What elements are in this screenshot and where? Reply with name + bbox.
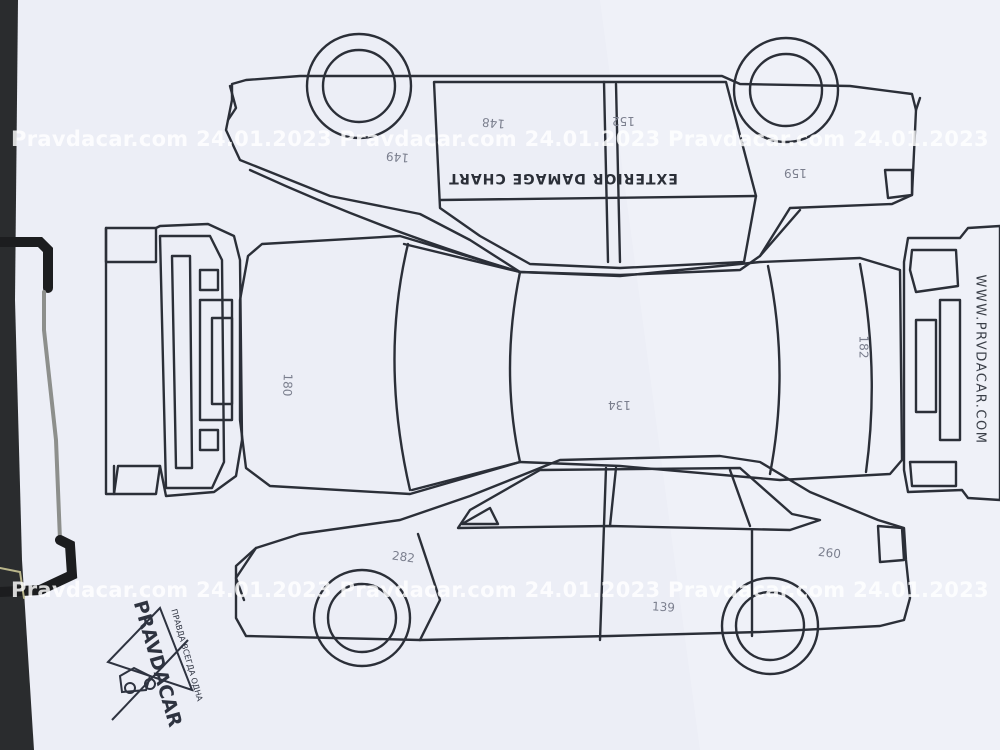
clipboard-clip-icon: [0, 237, 78, 599]
chart-title: EXTERIOR DAMAGE CHART: [448, 170, 678, 186]
car-side-view-lower: [234, 454, 912, 676]
pravdacar-stamp-logo: [106, 606, 194, 721]
watermark-lower: Pravdacar.com 24.01.2023 Pravdacar.com 2…: [11, 578, 989, 602]
measurement-rear-quarter: 260: [817, 544, 842, 562]
measurement-roof-rear: 159: [784, 166, 807, 180]
measurement-roof-left: 149: [385, 149, 410, 165]
watermark-upper: Pravdacar.com 24.01.2023 Pravdacar.com 2…: [11, 127, 989, 151]
measurement-roof-center: 152: [612, 114, 635, 128]
measurement-roof-top: 134: [608, 398, 631, 412]
measurement-trunk: 180: [280, 373, 295, 397]
site-url-vertical: WWW.PRVDACAR.COM: [972, 274, 988, 445]
measurement-front-door: 282: [391, 548, 416, 566]
car-front-view: [104, 222, 244, 498]
measurement-hood: 182: [856, 335, 871, 359]
car-rear-view: [902, 224, 1000, 502]
paper-highlight: [600, 0, 1000, 750]
car-top-view: [238, 234, 904, 496]
